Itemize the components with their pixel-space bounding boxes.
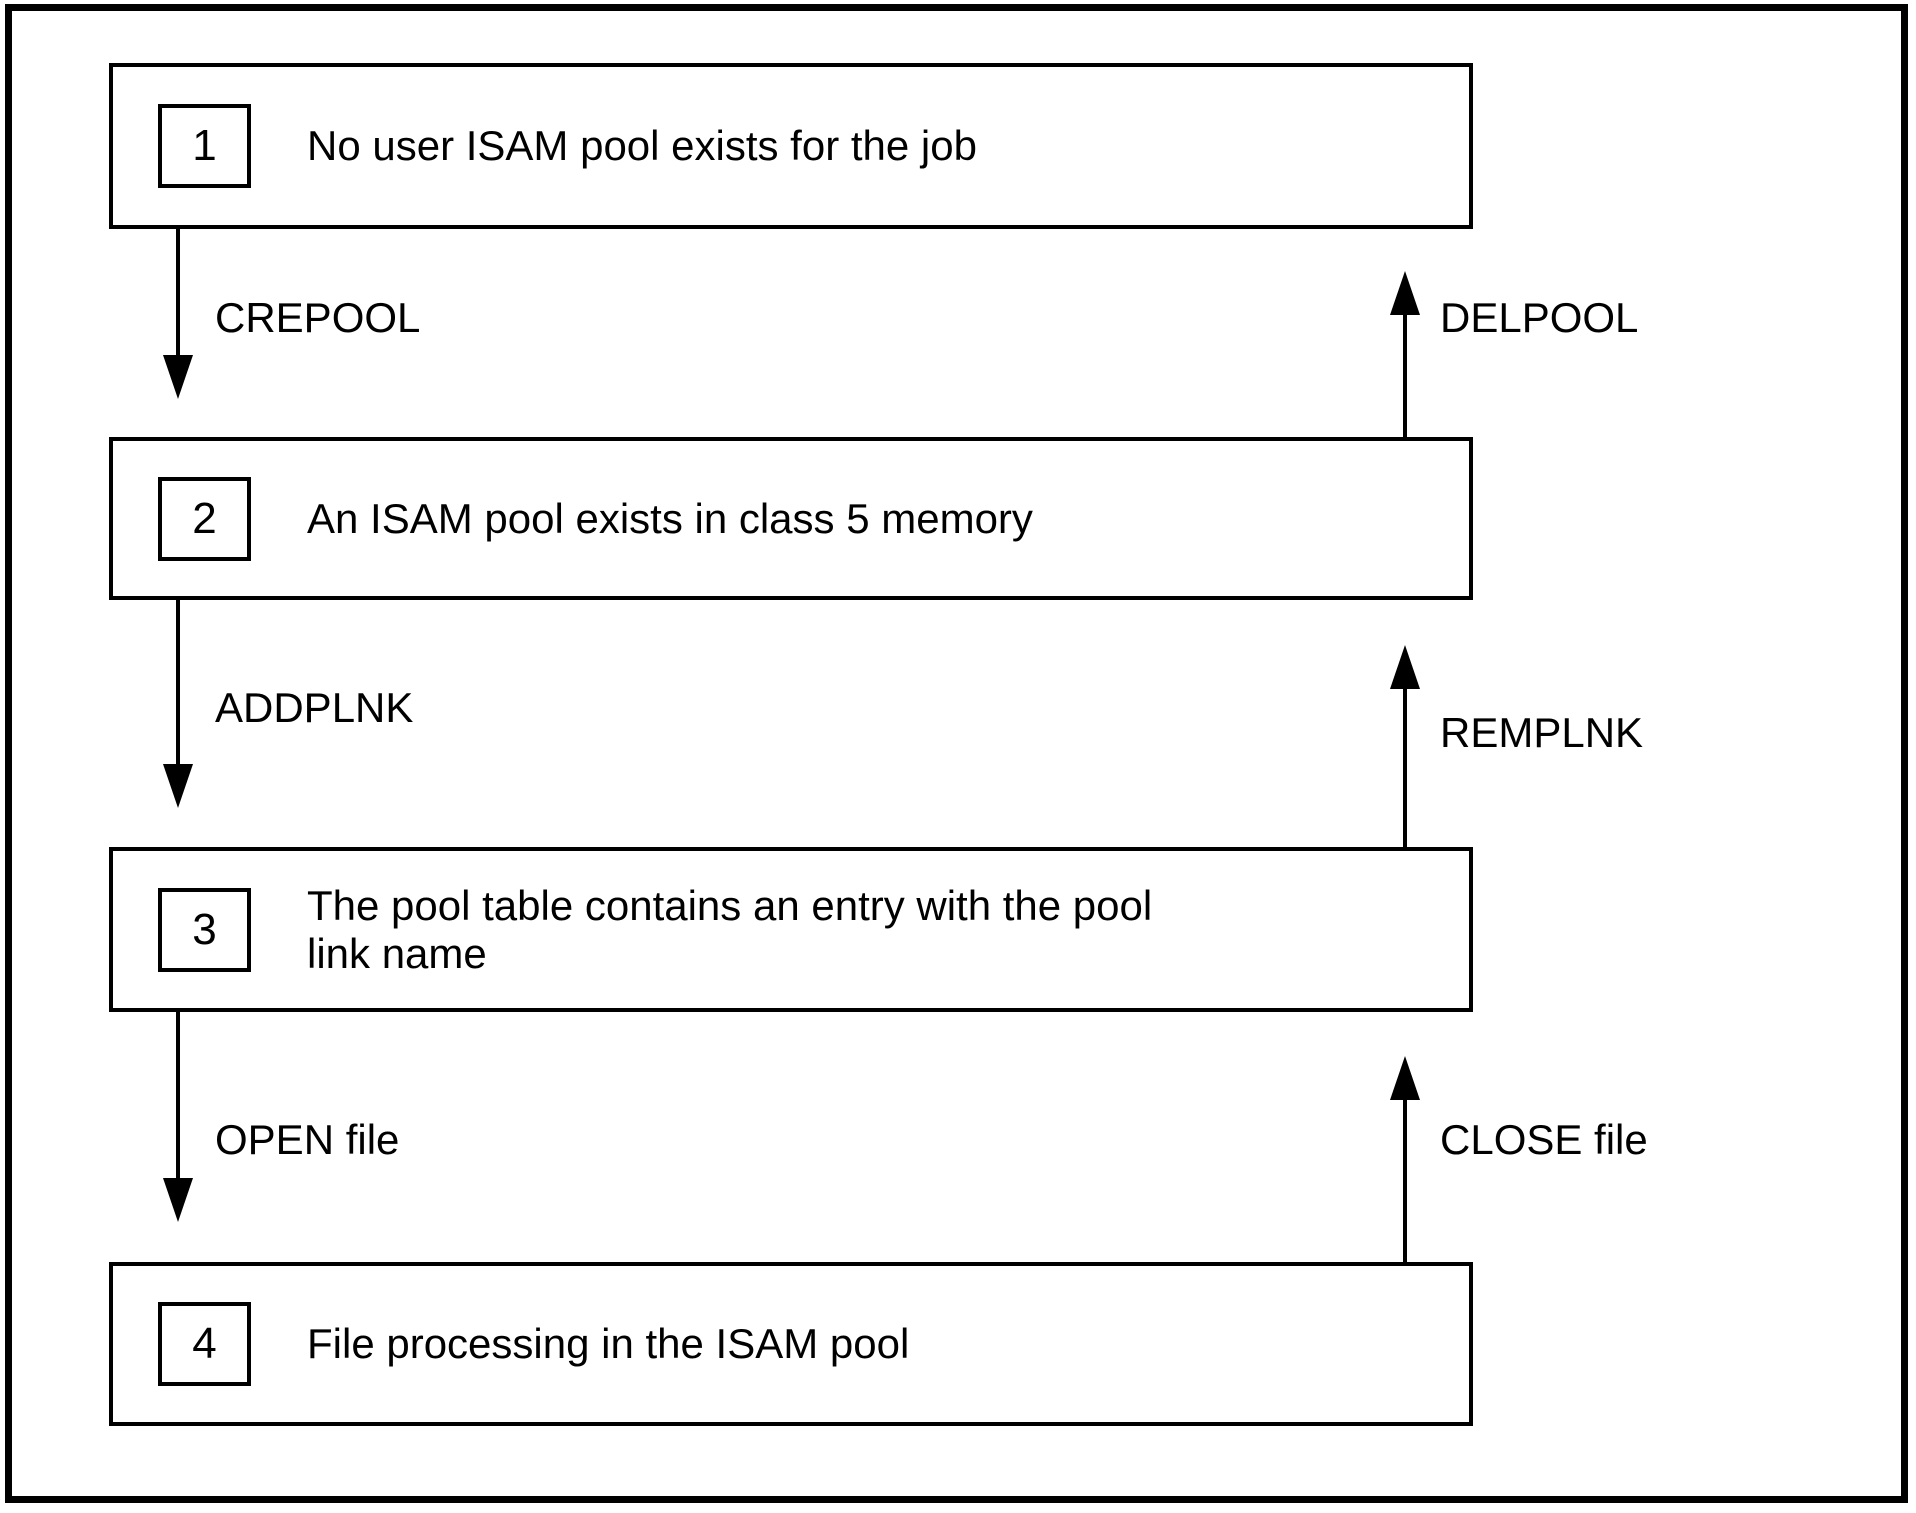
arrow-up-remplnk: [1403, 688, 1407, 849]
state-text: The pool table contains an entry with th…: [307, 881, 1153, 977]
state-box-3: 3 The pool table contains an entry with …: [109, 847, 1473, 1012]
state-number-square: 2: [158, 476, 251, 561]
state-number-square: 4: [158, 1302, 251, 1386]
state-number-square: 1: [158, 104, 251, 188]
state-box-4: 4 File processing in the ISAM pool: [109, 1262, 1473, 1426]
label-addplnk: ADDPLNK: [215, 684, 414, 731]
label-remplnk: REMPLNK: [1440, 709, 1644, 756]
label-crepool: CREPOOL: [215, 294, 421, 341]
state-number-square: 3: [158, 887, 251, 972]
arrow-down-crepool: [176, 227, 180, 355]
label-delpool: DELPOOL: [1440, 294, 1639, 341]
arrow-up-delpool-head: [1390, 271, 1420, 315]
arrow-up-close-file: [1403, 1100, 1407, 1264]
state-text: An ISAM pool exists in class 5 memory: [307, 494, 1033, 542]
label-close-file: CLOSE file: [1440, 1116, 1648, 1163]
state-text: No user ISAM pool exists for the job: [307, 122, 977, 169]
label-open-file: OPEN file: [215, 1116, 400, 1163]
arrow-up-delpool: [1403, 314, 1407, 437]
state-box-2: 2 An ISAM pool exists in class 5 memory: [109, 437, 1473, 600]
arrow-down-crepool-head: [163, 355, 193, 399]
arrow-down-addplnk: [176, 598, 180, 764]
state-text: File processing in the ISAM pool: [307, 1320, 910, 1367]
state-number: 2: [192, 493, 217, 543]
arrow-up-remplnk-head: [1390, 645, 1420, 689]
diagram-border: [5, 4, 1908, 1503]
state-number: 4: [192, 1319, 217, 1368]
arrow-up-close-file-head: [1390, 1056, 1420, 1100]
arrow-down-addplnk-head: [163, 764, 193, 808]
state-box-1: 1 No user ISAM pool exists for the job: [109, 63, 1473, 229]
arrow-down-open-file-head: [163, 1178, 193, 1222]
arrow-down-open-file: [176, 1010, 180, 1178]
state-number: 3: [192, 904, 217, 954]
state-number: 1: [192, 121, 217, 170]
